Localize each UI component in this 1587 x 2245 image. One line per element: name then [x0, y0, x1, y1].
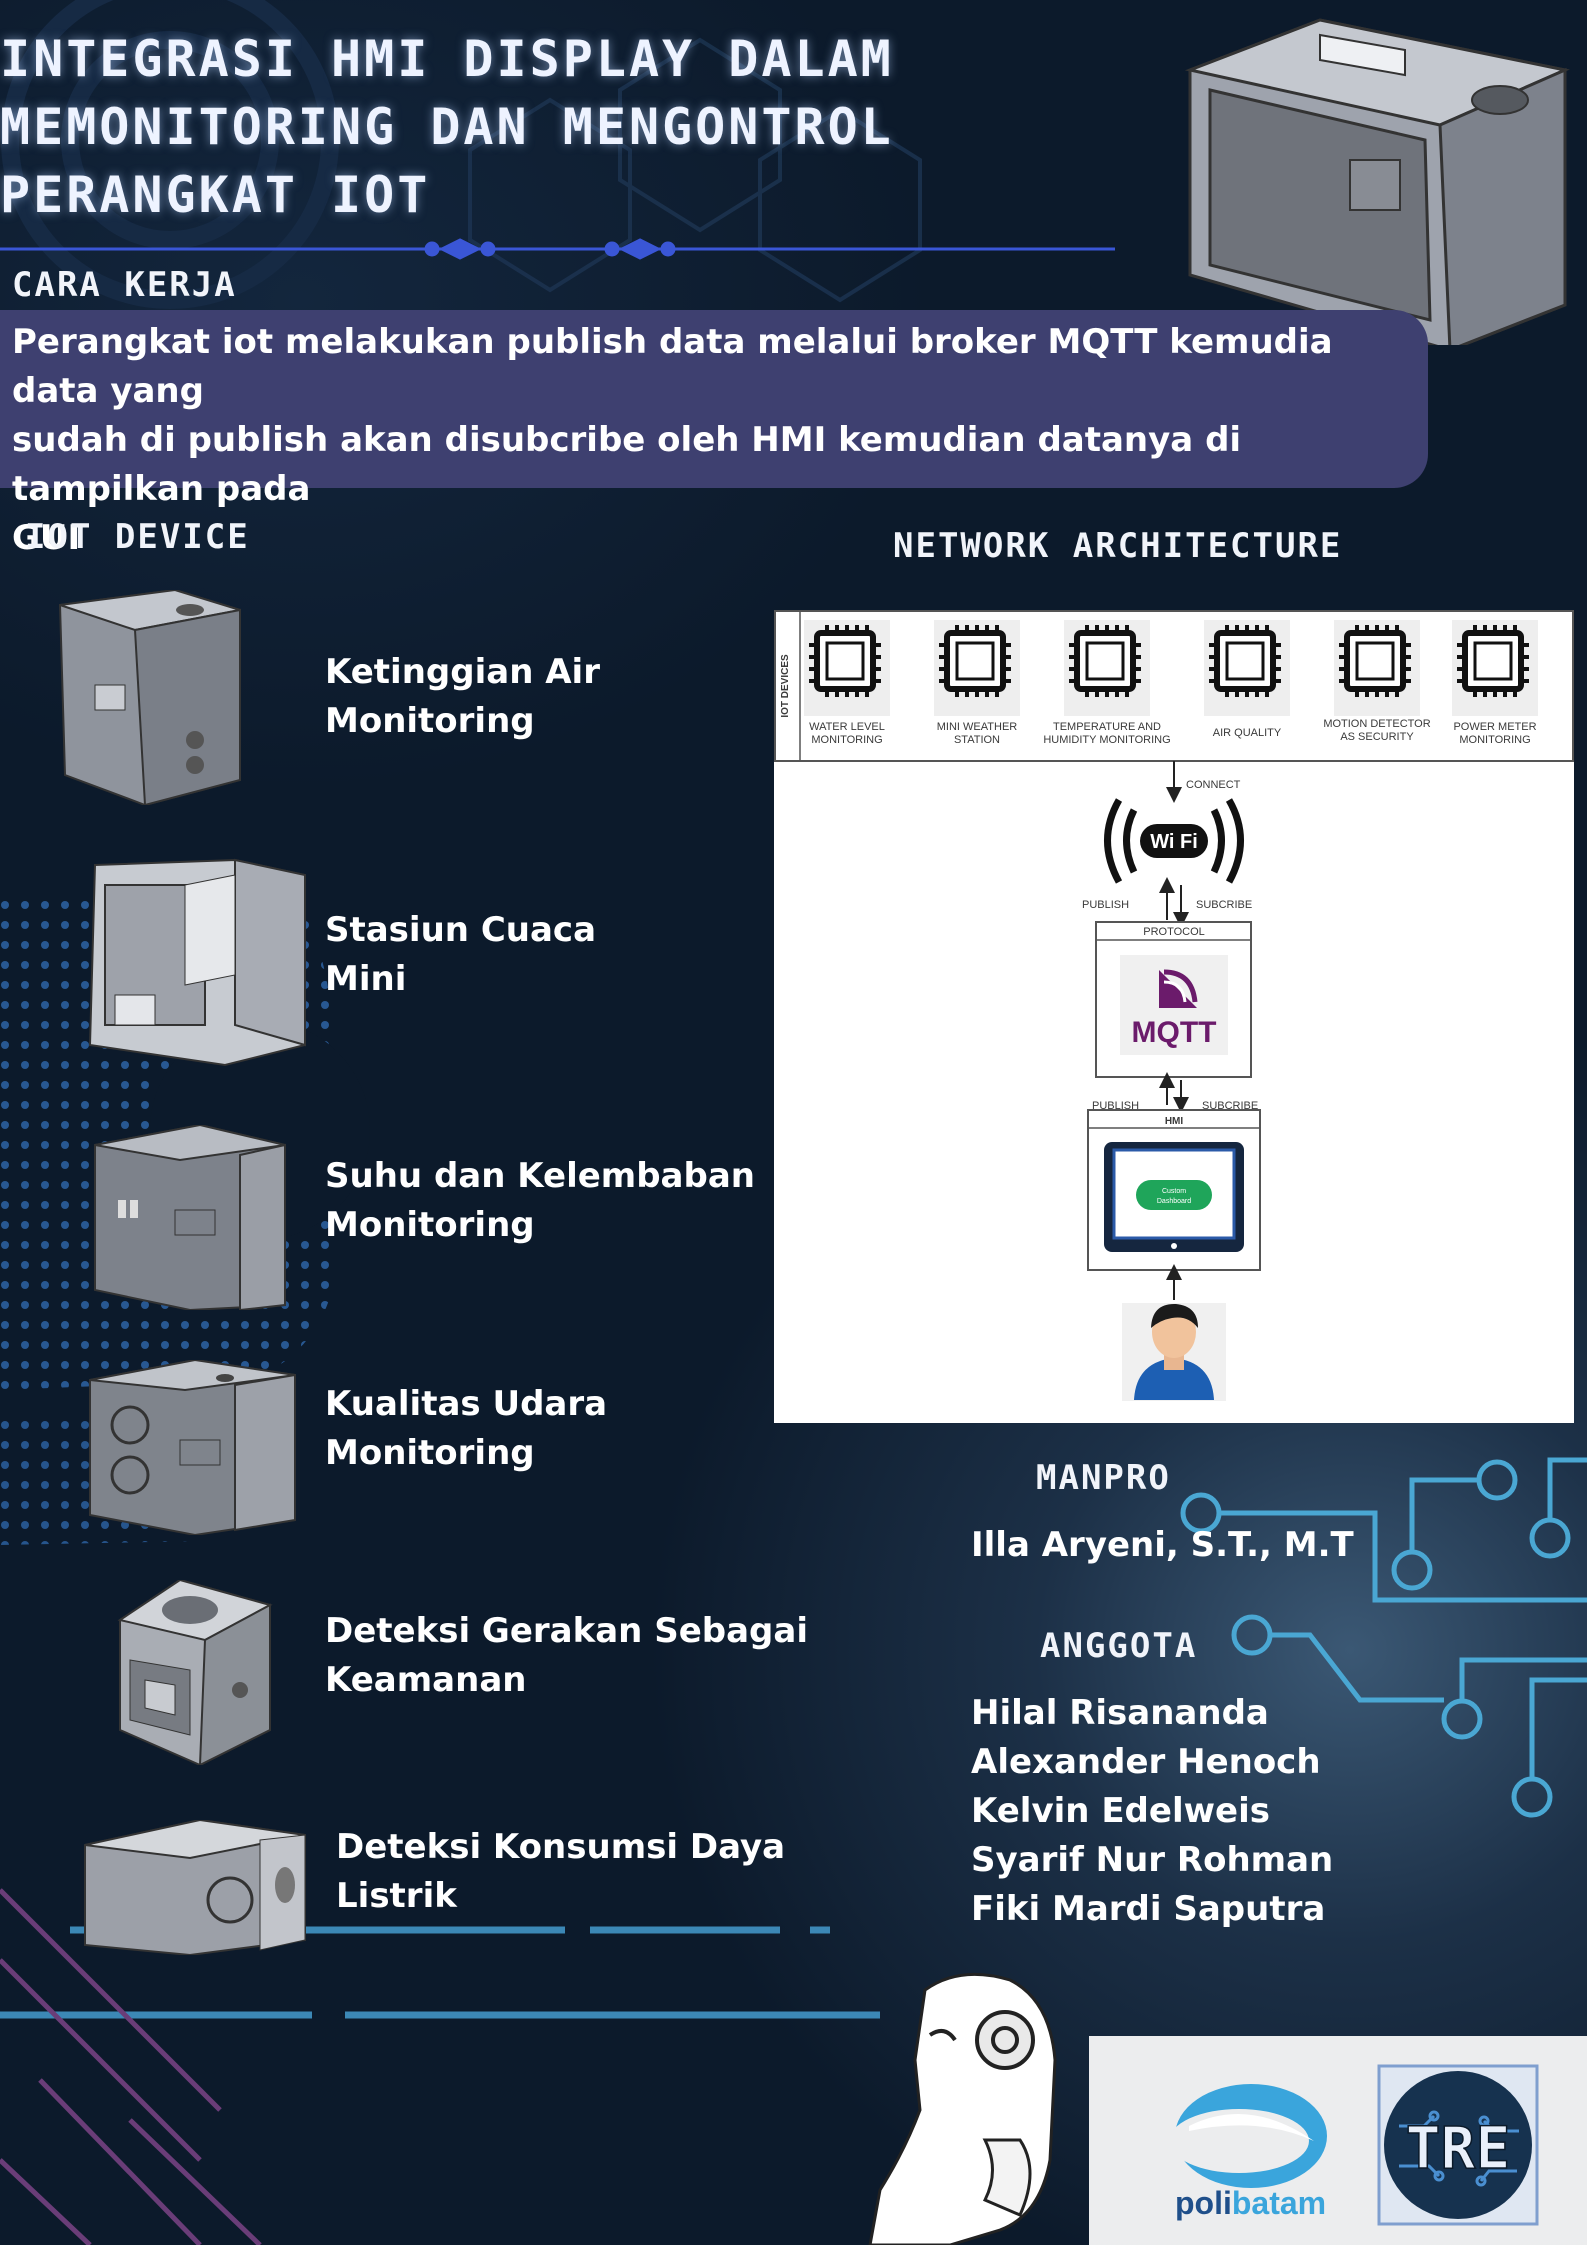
device-label-power-meter: Deteksi Konsumsi Daya Listrik	[336, 1823, 785, 1921]
mqtt-logo: MQTT	[1120, 955, 1228, 1055]
protocol-label: PROTOCOL	[1143, 926, 1205, 938]
device-1-line-1: Ketinggian Air	[325, 652, 600, 692]
member-4: Syarif Nur Rohman	[971, 1840, 1334, 1880]
logos-svg: polibatam TRE	[1169, 2064, 1539, 2226]
device-image-water-level	[58, 590, 241, 805]
hmi-display-icon: Custom Dashboard	[1104, 1142, 1244, 1252]
hmi-label: HMI	[1165, 1116, 1184, 1127]
chip-5-label-line-2: AS SECURITY	[1340, 731, 1414, 743]
member-5: Fiki Mardi Saputra	[971, 1889, 1326, 1929]
device-label-water-level: Ketinggian Air Monitoring	[325, 648, 600, 746]
member-2: Alexander Henoch	[971, 1742, 1321, 1782]
chip-3-label-line-2: HUMIDITY MONITORING	[1043, 734, 1170, 746]
device-chip-5: MOTION DETECTOR AS SECURITY	[1323, 620, 1431, 743]
device-chip-3: TEMPERATURE AND HUMIDITY MONITORING	[1043, 620, 1171, 746]
chip-2-label-line-2: STATION	[954, 734, 1000, 746]
tre-logo-text: TRE	[1406, 2114, 1511, 2182]
chip-6-label-line-1: POWER METER	[1453, 721, 1536, 733]
device-image-air-quality	[89, 1360, 296, 1535]
device-image-temperature-humidity	[94, 1125, 286, 1310]
description-line-2: sudah di publish akan disubcribe oleh HM…	[12, 420, 1242, 509]
tre-logo: TRE	[1377, 2064, 1539, 2226]
member-3: Kelvin Edelweis	[971, 1791, 1270, 1831]
polibatam-part-2: batam	[1232, 2185, 1326, 2221]
device-4-line-1: Kualitas Udara	[325, 1384, 608, 1424]
connect-label: CONNECT	[1186, 779, 1241, 791]
dashboard-line-2: Dashboard	[1157, 1198, 1191, 1205]
device-3-line-1: Suhu dan Kelembaban	[325, 1156, 755, 1196]
device-5-line-1: Deteksi Gerakan Sebagai	[325, 1611, 808, 1651]
device-chip-4: AIR QUALITY	[1204, 620, 1290, 739]
chip-1-label-line-1: WATER LEVEL	[809, 721, 885, 733]
iot-devices-side-label: IOT DEVICES	[780, 654, 791, 718]
description-text: Perangkat iot melakukan publish data mel…	[12, 318, 1412, 563]
chip-3-label-line-1: TEMPERATURE AND	[1053, 721, 1161, 733]
anggota-heading: ANGGOTA	[1040, 1626, 1198, 1666]
chip-2-label-line-1: MINI WEATHER	[937, 721, 1018, 733]
wifi-label: Wi Fi	[1150, 831, 1198, 853]
device-label-temperature-humidity: Suhu dan Kelembaban Monitoring	[325, 1152, 755, 1250]
device-2-line-1: Stasiun Cuaca	[325, 910, 597, 950]
title-line-2: MEMONITORING DAN MENGONTROL	[0, 98, 894, 156]
polibatam-part-1: poli	[1175, 2185, 1232, 2221]
device-1-line-2: Monitoring	[325, 701, 535, 741]
user-avatar-icon	[1122, 1303, 1226, 1401]
iot-device-heading: IOT DEVICE	[25, 517, 250, 557]
device-2-line-2: Mini	[325, 959, 407, 999]
description-line-3: GUI	[12, 518, 81, 558]
device-6-line-2: Listrik	[336, 1876, 457, 1916]
chip-6-label-line-2: MONITORING	[1459, 734, 1530, 746]
dashboard-line-1: Custom	[1162, 1188, 1186, 1195]
publish-label-top: PUBLISH	[1082, 899, 1129, 911]
cara-kerja-heading: CARA KERJA	[12, 265, 237, 305]
logo-panel: polibatam TRE	[1089, 2036, 1587, 2245]
polibatam-logo: polibatam	[1169, 2084, 1327, 2221]
device-label-weather-station: Stasiun Cuaca Mini	[325, 906, 596, 1004]
device-image-weather-station	[88, 858, 306, 1067]
svg-text:polibatam: polibatam	[1175, 2185, 1326, 2221]
wifi-icon: Wi Fi	[1104, 798, 1244, 884]
device-4-line-2: Monitoring	[325, 1433, 535, 1473]
title-line-1: INTEGRASI HMI DISPLAY DALAM	[0, 30, 894, 88]
network-architecture-heading: NETWORK ARCHITECTURE	[893, 526, 1343, 566]
device-5-line-2: Keamanan	[325, 1660, 527, 1700]
device-chip-6: POWER METER MONITORING	[1452, 620, 1538, 746]
manpro-heading: MANPRO	[1036, 1458, 1171, 1498]
device-6-line-1: Deteksi Konsumsi Daya	[336, 1827, 786, 1867]
subcribe-label-top: SUBCRIBE	[1196, 899, 1252, 911]
enclosure-3d-image	[1184, 18, 1570, 345]
robot-illustration	[868, 1972, 1057, 2245]
device-3-line-2: Monitoring	[325, 1205, 535, 1245]
chip-4-label-line-1: AIR QUALITY	[1213, 727, 1282, 739]
device-chip-1: WATER LEVEL MONITORING	[804, 620, 890, 746]
description-line-1: Perangkat iot melakukan publish data mel…	[12, 322, 1333, 411]
chip-5-label-line-1: MOTION DETECTOR	[1323, 718, 1430, 730]
device-image-motion-detector	[117, 1580, 273, 1765]
device-chip-2: MINI WEATHER STATION	[934, 620, 1020, 746]
network-diagram-svg: IOT DEVICES WATER LEVEL MONITORING MINI …	[774, 610, 1574, 1401]
network-diagram: IOT DEVICES WATER LEVEL MONITORING MINI …	[774, 610, 1574, 1423]
device-label-motion-detector: Deteksi Gerakan Sebagai Keamanan	[325, 1607, 808, 1705]
device-image-power-meter	[84, 1820, 306, 1955]
mqtt-label: MQTT	[1132, 1016, 1217, 1049]
title-line-3: PERANGKAT IOT	[0, 166, 431, 224]
member-1: Hilal Risananda	[971, 1693, 1269, 1733]
device-label-air-quality: Kualitas Udara Monitoring	[325, 1380, 607, 1478]
description-box: Perangkat iot melakukan publish data mel…	[0, 310, 1428, 558]
manpro-name: Illa Aryeni, S.T., M.T	[971, 1525, 1354, 1565]
chip-1-label-line-2: MONITORING	[811, 734, 882, 746]
